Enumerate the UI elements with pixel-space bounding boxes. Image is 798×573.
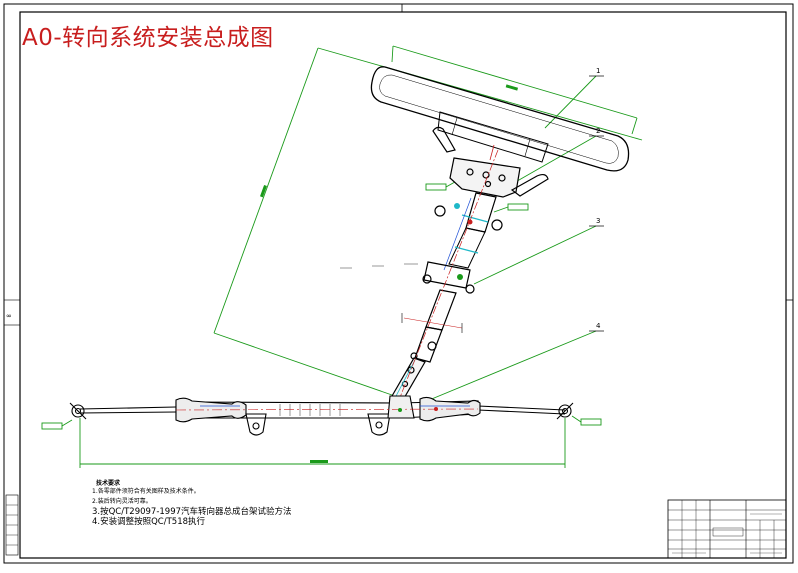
note-item: 3.按QC/T29097-1997汽车转向器总成台架试验方法 bbox=[92, 507, 292, 517]
title-block bbox=[667, 499, 787, 559]
faint-marks bbox=[340, 263, 418, 269]
balloon-1: 1 bbox=[596, 67, 600, 75]
outer-border bbox=[3, 3, 794, 564]
drawing-title: A0-转向系统安装总成图 bbox=[22, 25, 274, 51]
note-item: 2.装后转向灵活可靠。 bbox=[92, 498, 152, 505]
steering-wheel bbox=[370, 66, 630, 172]
balloon-2: 2 bbox=[596, 127, 600, 135]
steering-rack bbox=[69, 395, 574, 436]
balloon-4: 4 bbox=[596, 322, 601, 330]
inner-border bbox=[19, 11, 787, 559]
note-item: 4.安装调整按照QC/T518执行 bbox=[92, 517, 206, 527]
dimension-lines bbox=[41, 45, 643, 468]
technical-notes: 技术要求 1.各零部件须符合有关图样及技术条件。 2.装后转向灵活可靠。 3.按… bbox=[92, 478, 292, 527]
margin-zone-mark: ∞ bbox=[6, 312, 12, 320]
column-centerline bbox=[394, 149, 499, 411]
notes-heading: 技术要求 bbox=[96, 480, 121, 487]
steering-column bbox=[391, 126, 549, 401]
balloon-3: 3 bbox=[596, 217, 600, 225]
note-item: 1.各零部件须符合有关图样及技术条件。 bbox=[92, 488, 200, 495]
